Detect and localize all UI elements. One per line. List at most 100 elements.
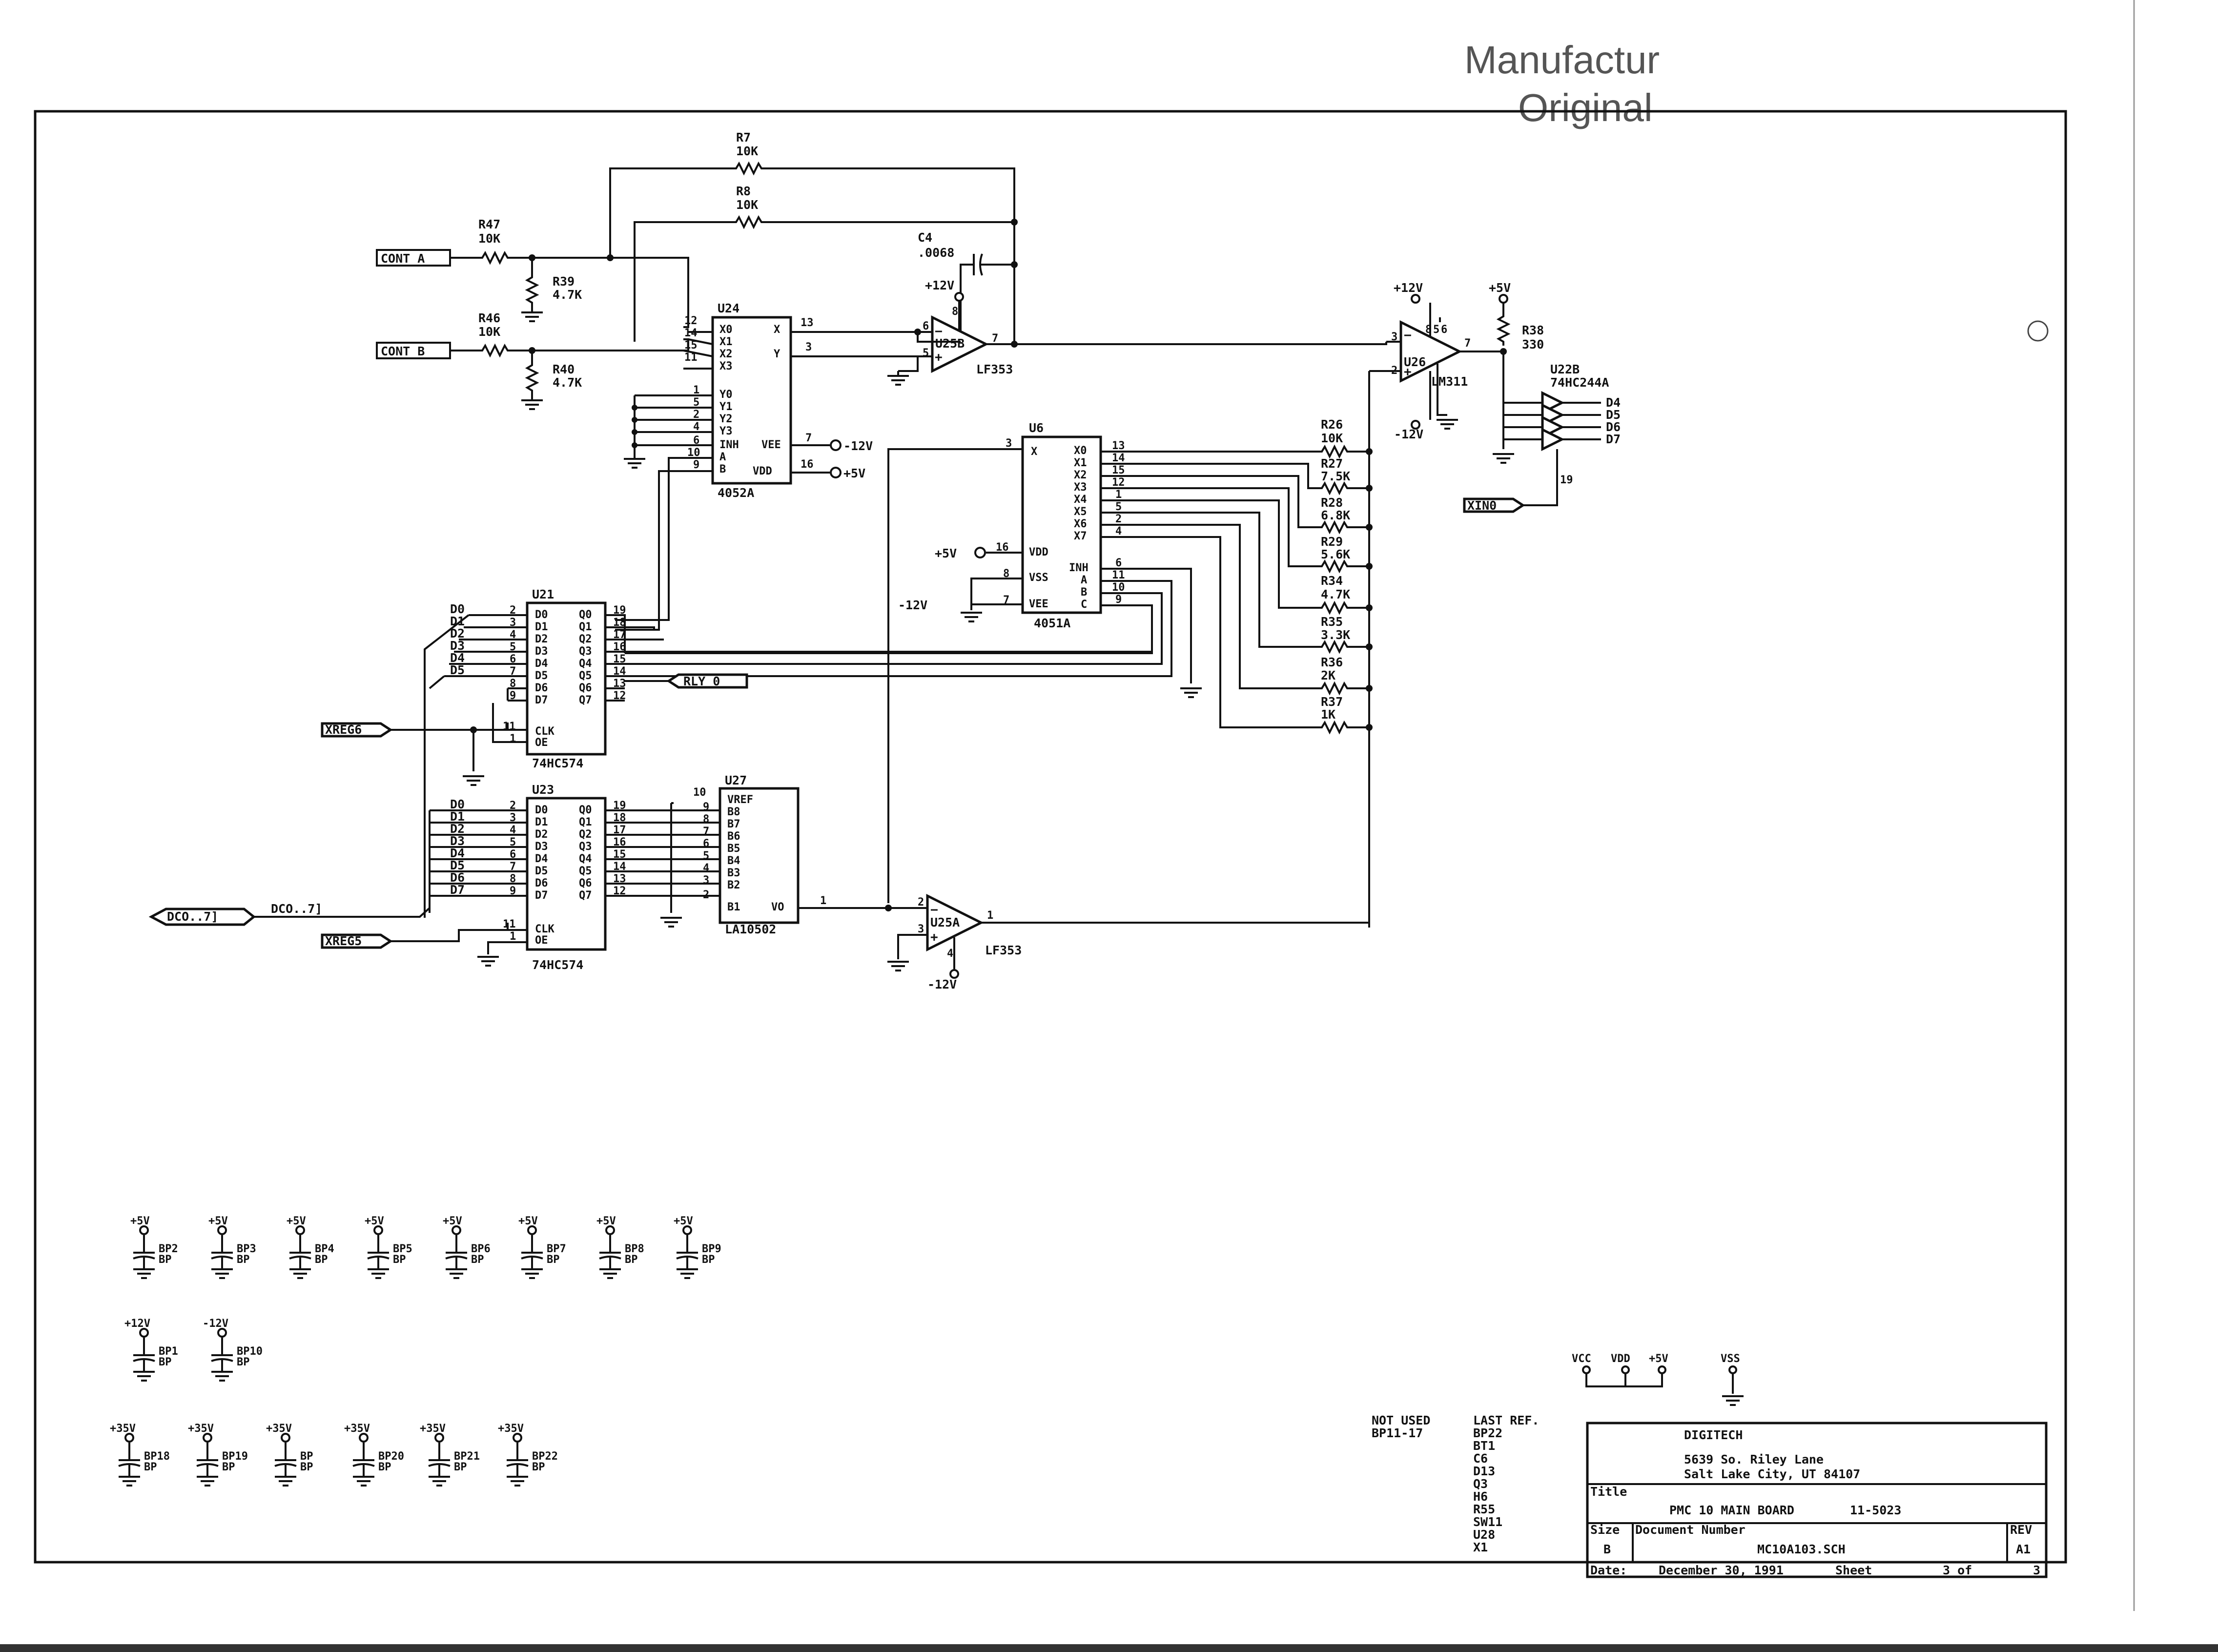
svg-text:BP: BP	[702, 1254, 715, 1266]
svg-text:1: 1	[693, 384, 699, 396]
svg-text:VO: VO	[771, 901, 784, 913]
svg-text:BP6: BP6	[471, 1243, 491, 1255]
svg-text:D3: D3	[535, 645, 548, 658]
svg-text:13: 13	[801, 317, 814, 329]
drawing-title: PMC 10 MAIN BOARD	[1669, 1503, 1794, 1517]
svg-text:8: 8	[703, 813, 709, 826]
svg-text:+35V: +35V	[498, 1423, 524, 1435]
svg-text:BP: BP	[547, 1254, 560, 1266]
svg-text:9: 9	[510, 885, 516, 897]
svg-text:X7: X7	[1074, 530, 1087, 542]
u24-ref: U24	[718, 301, 739, 315]
svg-text:Q5: Q5	[579, 865, 592, 877]
svg-text:BP: BP	[237, 1356, 250, 1368]
svg-text:14: 14	[684, 327, 698, 339]
svg-text:5: 5	[510, 641, 516, 653]
u24-pin-x0: X0	[719, 324, 733, 336]
svg-text:BP: BP	[159, 1356, 172, 1368]
punch-hole	[2027, 320, 2049, 342]
u24-pin-vee: VEE	[761, 439, 781, 451]
u26-supply-neg: -12V	[1394, 427, 1423, 441]
u21-part: 74HC574	[532, 756, 583, 770]
u6-pin-vee: VEE	[1029, 598, 1048, 610]
opamp-u25b: U25B LF353 −+ +12V 65 87	[886, 278, 1387, 386]
svg-text:4: 4	[693, 421, 699, 433]
svg-text:X6: X6	[1074, 518, 1087, 530]
svg-text:4: 4	[703, 862, 709, 874]
svg-text:9: 9	[703, 801, 709, 813]
svg-text:6: 6	[703, 838, 709, 850]
svg-text:D5: D5	[535, 670, 548, 682]
power-symbols: VCC VDD +5V VSS	[1572, 1353, 1745, 1406]
svg-text:+5V: +5V	[1649, 1353, 1668, 1365]
u27-part: LA10502	[725, 922, 776, 936]
svg-text:Q1: Q1	[579, 621, 592, 633]
svg-text:Q3: Q3	[579, 645, 592, 658]
svg-text:7: 7	[805, 432, 812, 444]
u27-ref: U27	[725, 773, 747, 787]
ic-u24: U24 4052A X0 X1 X2 X3 Y0 Y1 Y2 Y3 INH A …	[615, 301, 918, 631]
u24-pin-inh: INH	[719, 439, 739, 451]
u22b-out-d7: D7	[1606, 432, 1621, 446]
svg-text:BP: BP	[532, 1461, 545, 1473]
cont-b-label[interactable]: CONT B	[381, 344, 425, 358]
svg-text:11: 11	[503, 918, 516, 930]
xreg6-label[interactable]: XREG6	[325, 723, 362, 737]
svg-text:BP: BP	[315, 1254, 328, 1266]
u24-right-labels: X Y VEE VDD	[753, 324, 781, 477]
svg-text:C6: C6	[1473, 1451, 1488, 1466]
svg-text:3: 3	[703, 874, 709, 887]
u6-ref: U6	[1029, 421, 1044, 435]
svg-text:10: 10	[1112, 581, 1125, 594]
svg-text:BP9: BP9	[702, 1243, 721, 1255]
svg-text:D4: D4	[535, 658, 548, 670]
svg-text:+35V: +35V	[266, 1423, 292, 1435]
svg-text:Date:: Date:	[1590, 1563, 1627, 1577]
svg-text:2: 2	[510, 604, 516, 617]
u21-ref: U21	[532, 587, 554, 601]
xreg5-label[interactable]: XREG5	[325, 934, 362, 948]
svg-text:U28: U28	[1473, 1528, 1495, 1542]
cont-a-label[interactable]: CONT A	[381, 251, 425, 266]
svg-text:LAST REF.: LAST REF.	[1473, 1413, 1539, 1427]
svg-text:BP18: BP18	[144, 1450, 170, 1463]
svg-text:+: +	[930, 930, 938, 945]
comparator-u26: U26 LM311 −+ +12V -12V +5V R38 330 327 8…	[1368, 281, 1544, 928]
svg-text:1: 1	[1115, 489, 1122, 501]
svg-text:5: 5	[923, 347, 929, 359]
svg-text:X1: X1	[1473, 1540, 1488, 1554]
svg-text:BP: BP	[378, 1461, 391, 1473]
svg-text:D5: D5	[450, 858, 465, 872]
dco-bus-input[interactable]: DCO..7]	[167, 909, 218, 924]
buffer-u22b: U22B 74HC244A D4 D5 D6 D7 XIN0 19	[1463, 362, 1621, 513]
svg-text:−: −	[1404, 328, 1412, 343]
u24-left-labels: X0 X1 X2 X3 Y0 Y1 Y2 Y3 INH A B	[719, 324, 739, 475]
r8-value: 10K	[736, 198, 758, 212]
stamp-line-1: Manufactur	[1464, 38, 1660, 82]
svg-text:Q7: Q7	[579, 889, 592, 902]
ic-u6: U6 4051A X VDD VSS VEE X0 X1 X2 X3 X4 X5…	[625, 421, 1318, 903]
svg-text:B1: B1	[727, 901, 740, 913]
u6-vdd-rail: +5V	[935, 546, 957, 560]
svg-text:3: 3	[918, 923, 924, 935]
svg-text:+: +	[1404, 365, 1412, 379]
svg-text:D7: D7	[535, 694, 548, 706]
svg-text:5: 5	[1433, 324, 1439, 336]
svg-text:D2: D2	[535, 633, 548, 645]
svg-text:2: 2	[918, 896, 924, 909]
svg-text:+5V: +5V	[443, 1215, 462, 1227]
svg-text:5: 5	[703, 850, 709, 862]
u6-pin-x: X	[1031, 446, 1037, 458]
u22b-part: 74HC244A	[1550, 375, 1609, 390]
svg-text:B: B	[1081, 586, 1087, 599]
xin0-label[interactable]: XIN0	[1467, 498, 1497, 513]
svg-text:5: 5	[510, 836, 516, 848]
svg-text:BP7: BP7	[547, 1243, 566, 1255]
svg-text:+35V: +35V	[344, 1423, 370, 1435]
svg-text:7: 7	[1003, 594, 1009, 606]
u25a-supply: -12V	[927, 977, 957, 991]
rly0-label[interactable]: RLY 0	[683, 674, 720, 688]
svg-text:Q2: Q2	[579, 828, 592, 841]
